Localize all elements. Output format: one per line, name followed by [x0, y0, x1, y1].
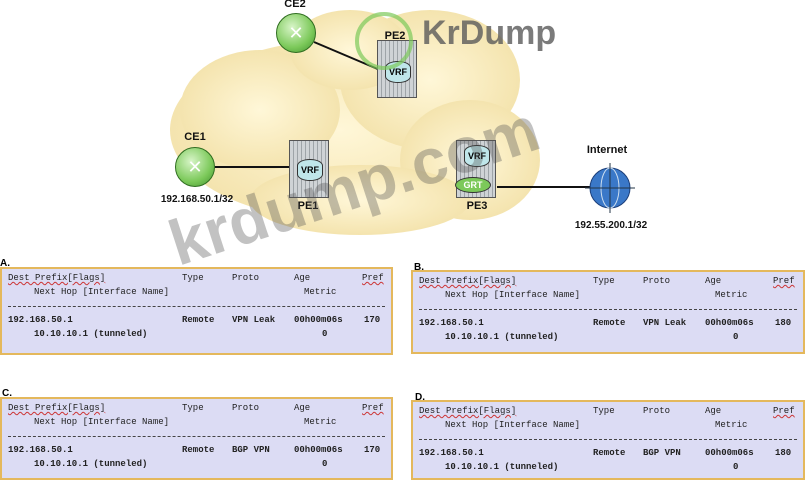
header-nexthop: Next Hop [Interface Name] [34, 417, 170, 427]
row-type: Remote [593, 318, 626, 328]
header-type: Type [593, 406, 615, 416]
row-dest: 192.168.50.1 [8, 445, 73, 455]
row-type: Remote [593, 448, 626, 458]
header-proto: Proto [232, 403, 260, 413]
pe3-grt: GRT [455, 177, 491, 193]
row-nexthop: 10.10.10.1 (tunneled) [445, 462, 559, 472]
row-dest: 192.168.50.1 [419, 318, 484, 328]
divider [8, 436, 385, 437]
header-metric: Metric [304, 417, 337, 427]
option-label: A. [0, 258, 10, 269]
divider [419, 309, 797, 310]
row-nexthop: 10.10.10.1 (tunneled) [34, 459, 148, 469]
header-dest: Dest Prefix[Flags] [8, 273, 106, 283]
row-nexthop: 10.10.10.1 (tunneled) [34, 329, 148, 339]
option-label: B. [414, 262, 424, 273]
header-age: Age [294, 403, 311, 413]
row-dest: 192.168.50.1 [419, 448, 484, 458]
ce2-router-icon: ✕ [276, 13, 316, 53]
row-proto: VPN Leak [232, 315, 276, 325]
divider [8, 306, 385, 307]
row-age: 00h00m06s [705, 318, 754, 328]
row-age: 00h00m06s [294, 445, 343, 455]
row-type: Remote [182, 315, 215, 325]
row-pref: 170 [364, 445, 381, 455]
row-pref: 170 [364, 315, 381, 325]
watermark-logo-icon [355, 12, 413, 70]
row-nexthop: 10.10.10.1 (tunneled) [445, 332, 559, 342]
row-type: Remote [182, 445, 215, 455]
pe3-label: PE3 [466, 200, 488, 212]
header-metric: Metric [715, 420, 748, 430]
internet-label: Internet [586, 144, 628, 156]
pe1-router-icon: VRF [289, 140, 329, 198]
row-proto: BGP VPN [232, 445, 270, 455]
header-metric: Metric [304, 287, 337, 297]
row-metric: 0 [733, 462, 739, 472]
option-label: D. [415, 392, 425, 403]
ce1-router-icon: ✕ [175, 147, 215, 187]
header-dest: Dest Prefix[Flags] [419, 276, 517, 286]
ce1-ip: 192.168.50.1/32 [160, 194, 234, 205]
header-type: Type [182, 403, 204, 413]
header-pref: Pref [773, 276, 795, 286]
row-proto: VPN Leak [643, 318, 687, 328]
header-nexthop: Next Hop [Interface Name] [445, 420, 581, 430]
divider [419, 439, 797, 440]
header-proto: Proto [232, 273, 260, 283]
internet-globe-icon [585, 163, 635, 213]
header-type: Type [593, 276, 615, 286]
header-nexthop: Next Hop [Interface Name] [34, 287, 170, 297]
internet-ip: 192.55.200.1/32 [574, 220, 648, 231]
header-pref: Pref [362, 403, 384, 413]
header-pref: Pref [773, 406, 795, 416]
pe1-vrf: VRF [297, 159, 323, 181]
pe1-label: PE1 [297, 200, 319, 212]
row-pref: 180 [775, 448, 792, 458]
ce2-label: CE2 [284, 0, 306, 10]
row-age: 00h00m06s [705, 448, 754, 458]
header-metric: Metric [715, 290, 748, 300]
row-metric: 0 [733, 332, 739, 342]
pe3-router-icon: VRF GRT [455, 140, 496, 198]
row-pref: 180 [775, 318, 792, 328]
row-dest: 192.168.50.1 [8, 315, 73, 325]
pe3-vrf: VRF [464, 145, 490, 167]
header-dest: Dest Prefix[Flags] [419, 406, 517, 416]
header-age: Age [294, 273, 311, 283]
row-proto: BGP VPN [643, 448, 681, 458]
row-metric: 0 [322, 459, 328, 469]
header-nexthop: Next Hop [Interface Name] [445, 290, 581, 300]
option-label: C. [2, 388, 12, 399]
header-pref: Pref [362, 273, 384, 283]
header-dest: Dest Prefix[Flags] [8, 403, 106, 413]
header-age: Age [705, 276, 722, 286]
header-type: Type [182, 273, 204, 283]
ce1-label: CE1 [184, 131, 206, 143]
header-age: Age [705, 406, 722, 416]
header-proto: Proto [643, 276, 671, 286]
watermark-logo-text: KrDump [422, 14, 557, 52]
row-age: 00h00m06s [294, 315, 343, 325]
row-metric: 0 [322, 329, 328, 339]
header-proto: Proto [643, 406, 671, 416]
